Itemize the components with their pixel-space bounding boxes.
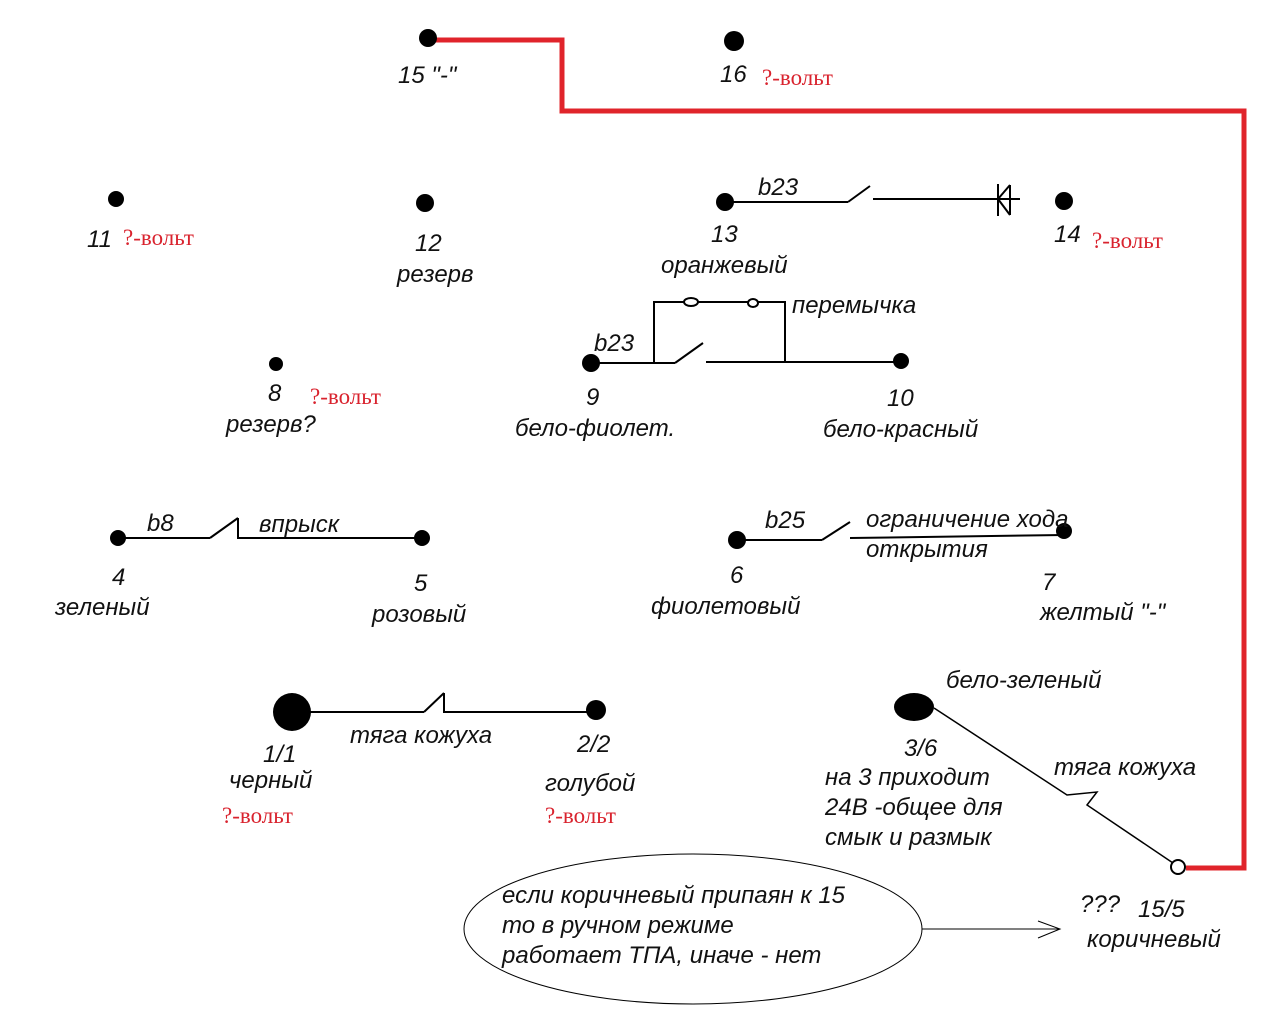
pin-6-desc: фиолетовый [651, 593, 801, 620]
pin-14-dot [1055, 192, 1073, 210]
pin-3-label: 3/6 [904, 735, 938, 762]
pin-12-dot [416, 194, 434, 212]
pin-15-5-label: 15/5 [1138, 896, 1185, 923]
switch-1-2-name: тяга кожуха [350, 722, 493, 749]
pin-9-label: 9 [586, 384, 600, 411]
pin-11-label: 11 [87, 226, 112, 253]
pin-13-desc: оранжевый [661, 252, 788, 279]
pin-5-label: 5 [414, 570, 428, 597]
switch-6-7 [737, 521, 1065, 541]
pin-10-desc: бело-красный [823, 416, 979, 443]
pin-14-voltage: ?-вольт [1092, 228, 1163, 253]
pin-13-label: 13 [711, 221, 738, 248]
pin-15-label: 15 "-" [398, 62, 457, 89]
pin-16-dot [724, 31, 744, 51]
pin-4-label: 4 [112, 564, 126, 591]
pin-15-5-desc: коричневый [1087, 926, 1221, 953]
pin-15-5-prefix: ??? [1080, 891, 1121, 918]
switch-6-7-label: b25 [765, 507, 806, 534]
pin-14-label: 14 [1054, 221, 1081, 248]
pin-15-dot [419, 29, 437, 47]
pin-7-desc: желтый "-" [1040, 599, 1166, 626]
pin-8-dot [269, 357, 283, 371]
callout-arrow [922, 920, 1062, 939]
pin-9-desc: бело-фиолет. [515, 415, 676, 442]
pin-16-voltage: ?-вольт [762, 65, 833, 90]
switch-13-14-label: b23 [758, 174, 799, 201]
pin-11-voltage: ?-вольт [123, 225, 194, 250]
pin-3-color: бело-зеленый [946, 667, 1102, 694]
switch-1-2 [292, 692, 596, 713]
pin-6-label: 6 [730, 562, 744, 589]
switch-9-10 [591, 301, 901, 364]
switch-4-5-name: впрыск [259, 511, 340, 538]
pin-8-label: 8 [268, 380, 282, 407]
switch-9-10-label: b23 [594, 330, 635, 357]
pin-1-desc: черный [229, 767, 313, 794]
switch-13-14 [725, 185, 1020, 203]
pin-2-voltage: ?-вольт [545, 803, 616, 828]
pin-16-label: 16 [720, 61, 747, 88]
callout-text: если коричневый припаян к 15 то в ручном… [502, 882, 846, 969]
switch-4-5-label: b8 [147, 510, 174, 537]
pin-3-dot [894, 693, 934, 721]
switch-3-15 [933, 707, 1174, 864]
switch-4-5 [118, 517, 422, 539]
jumper-label: перемычка [792, 292, 917, 319]
red-jumper-wire [430, 37, 1247, 871]
pin-11-dot [108, 191, 124, 207]
pin-4-desc: зеленый [55, 594, 150, 621]
jumper-contacts [683, 297, 759, 308]
switch-6-7-name: ограничение хода открытия [866, 506, 1069, 563]
pin-2-dot [586, 700, 606, 720]
pin-5-desc: розовый [372, 601, 467, 628]
pin-7-label: 7 [1042, 569, 1056, 596]
pin-8-desc: резерв? [226, 411, 316, 438]
pin-2-desc: голубой [545, 770, 636, 797]
pin-15-5-terminal [1170, 859, 1186, 875]
pin-1-voltage: ?-вольт [222, 803, 293, 828]
pin-2-label: 2/2 [577, 731, 611, 758]
pin-12-label: 12 [415, 230, 442, 257]
pin-8-voltage: ?-вольт [310, 384, 381, 409]
switch-3-15-name: тяга кожуха [1054, 754, 1197, 781]
pin-1-label: 1/1 [263, 741, 297, 768]
pin-12-desc: резерв [397, 261, 474, 288]
pin-10-label: 10 [887, 385, 914, 412]
pin-3-note: на 3 приходит 24В -общее для смык и разм… [825, 764, 1003, 851]
diode-icon [997, 184, 1011, 216]
